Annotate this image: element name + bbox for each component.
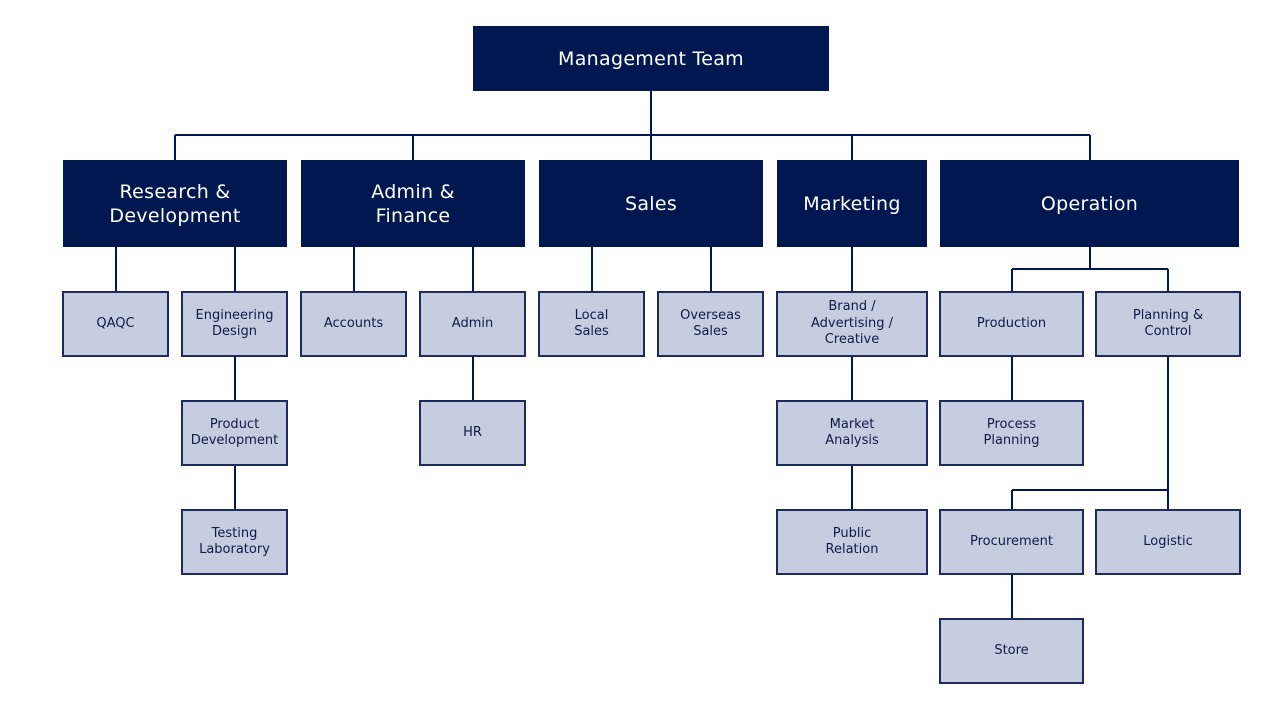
process-planning-label: Process Planning — [983, 416, 1040, 449]
marketing-box: Marketing — [777, 160, 927, 247]
accounts-box: Accounts — [300, 291, 407, 357]
admin-label: Admin — [451, 315, 494, 331]
research-development-box: Research & Development — [63, 160, 287, 247]
store-label: Store — [994, 642, 1029, 658]
process-planning-box: Process Planning — [939, 400, 1084, 466]
local-sales-box: Local Sales — [538, 291, 645, 357]
hr-box: HR — [419, 400, 526, 466]
engineering-design-label: Engineering Design — [195, 307, 274, 340]
public-relation-box: Public Relation — [776, 509, 928, 575]
brand-advertising-creative-label: Brand / Advertising / Creative — [810, 299, 894, 348]
market-analysis-box: Market Analysis — [776, 400, 928, 466]
planning-control-box: Planning & Control — [1095, 291, 1241, 357]
sales-box: Sales — [539, 160, 763, 247]
operation-box: Operation — [940, 160, 1239, 247]
admin-finance-box: Admin & Finance — [301, 160, 525, 247]
production-label: Production — [976, 315, 1047, 331]
local-sales-label: Local Sales — [574, 307, 609, 340]
marketing-label: Marketing — [803, 192, 901, 215]
logistic-label: Logistic — [1143, 533, 1193, 549]
engineering-design-box: Engineering Design — [181, 291, 288, 357]
overseas-sales-label: Overseas Sales — [680, 307, 741, 340]
product-development-box: Product Development — [181, 400, 288, 466]
sales-label: Sales — [624, 192, 678, 215]
qaqc-box: QAQC — [62, 291, 169, 357]
public-relation-label: Public Relation — [825, 525, 879, 558]
management-team-label: Management Team — [558, 47, 744, 70]
operation-label: Operation — [1040, 192, 1139, 215]
testing-laboratory-label: Testing Laboratory — [199, 525, 270, 558]
qaqc-label: QAQC — [96, 315, 135, 331]
production-box: Production — [939, 291, 1084, 357]
admin-box: Admin — [419, 291, 526, 357]
logistic-box: Logistic — [1095, 509, 1241, 575]
research-development-label: Research & Development — [109, 180, 241, 227]
overseas-sales-box: Overseas Sales — [657, 291, 764, 357]
testing-laboratory-box: Testing Laboratory — [181, 509, 288, 575]
procurement-label: Procurement — [969, 533, 1054, 549]
product-development-label: Product Development — [190, 416, 279, 449]
hr-label: HR — [463, 424, 482, 440]
market-analysis-label: Market Analysis — [825, 416, 879, 449]
procurement-box: Procurement — [939, 509, 1084, 575]
accounts-label: Accounts — [323, 315, 384, 331]
admin-finance-label: Admin & Finance — [371, 180, 455, 227]
store-box: Store — [939, 618, 1084, 684]
brand-advertising-creative-box: Brand / Advertising / Creative — [776, 291, 928, 357]
management-team-box: Management Team — [473, 26, 829, 91]
planning-control-label: Planning & Control — [1132, 307, 1204, 340]
